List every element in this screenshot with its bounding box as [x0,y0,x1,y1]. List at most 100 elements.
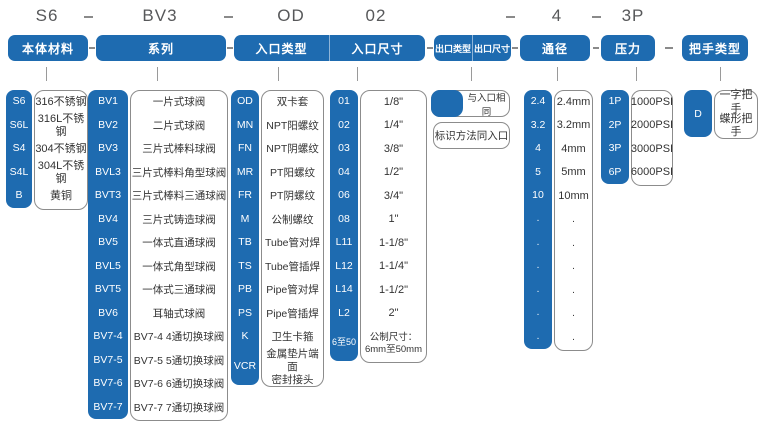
inlet-type-code-cell: FN [238,142,252,155]
header-divider [472,35,473,61]
pressure-code-cell: 3P [608,142,622,155]
header-material: 本体材料 [8,35,88,61]
model-code-part-pressure: 3P [621,6,645,25]
series-code-cell: BV4 [98,212,118,225]
material-code-cell: S6L [9,118,29,131]
connector-line [46,67,47,81]
header-inlet-type: 入口类型 [255,41,308,56]
inlet-type-desc-cell: Pipe管对焊 [266,284,319,297]
inlet-type-code-cell: VCR [233,359,257,372]
header-outlet: 出口类型 出口尺寸 [434,35,511,61]
connector-line [278,67,279,81]
inlet-type-code-cell: PB [237,283,252,296]
header-dash [665,47,673,49]
series-desc-cell: 一体式角型球阀 [142,260,216,273]
header-dash [593,47,599,49]
header-dash [427,47,433,49]
inlet-size-code-cell: 08 [338,212,350,225]
header-inlet: 入口类型 入口尺寸 [234,35,425,61]
inlet-type-desc-cell: 双卡套 [276,96,309,109]
series-desc-cell: 二片式球阀 [152,119,206,132]
inlet-type-desc-cell: 公制螺纹 [271,213,314,226]
inlet-size-desc-cell: 3/8" [383,142,404,155]
pressure-code-cell: 6P [608,165,622,178]
inlet-type-code-cell: FR [238,189,252,202]
bore-code-cell: . [536,330,540,342]
inlet-size-code-cell: 02 [338,118,350,131]
series-code-cell: BV1 [98,95,118,108]
outlet-code-pill [431,90,463,117]
header-inlet-size: 入口尺寸 [351,41,404,56]
series-code-cell: BV3 [98,142,118,155]
bore-code-cell: . [536,283,540,295]
connector-line [636,67,637,81]
bore-desc-cell: 3.2mm [556,119,591,132]
inlet-size-desc-cell: 1/2" [383,166,404,179]
header-series: 系列 [96,35,226,61]
header-dash [89,47,95,49]
series-code-cell: BV7-4 [93,330,123,343]
header-dash [512,47,518,49]
series-desc-cell: BV7-5 5通切换球阀 [133,354,225,367]
inlet-type-desc-cell: 金属垫片端面 密封接头 [266,347,319,387]
inlet-type-code-cell: K [241,330,249,343]
series-code-cell: BVL5 [95,259,121,272]
outlet-marking-note-box: 标识方法同入口 [433,122,510,149]
series-code-cell: BV5 [98,236,118,249]
bore-code-cell: 2.4 [530,95,546,108]
bore-code-cell: 10 [532,189,544,202]
model-code-part-inlet-type: OD [277,6,305,25]
series-code-cell: BV7-5 [93,353,123,366]
model-code-dash [84,16,93,18]
material-desc-cell: 黄铜 [50,189,72,202]
inlet-size-desc-cell: 1" [388,213,399,226]
bore-code-cell: 4 [535,142,541,155]
pressure-desc-cell: 2000PSI [630,119,674,132]
header-pressure: 压力 [601,35,655,61]
bore-desc-cell: . [572,237,575,249]
model-code-part-series: BV3 [142,6,178,25]
connector-line [157,67,158,81]
inlet-type-desc-cell: Pipe管插焊 [266,307,319,320]
handle-desc-cell: 蝶形把手 [719,112,753,139]
material-desc-cell: 304不锈钢 [35,142,87,155]
inlet-type-code-cell: M [240,212,250,225]
inlet-size-desc-cell: 1-1/8" [379,236,408,249]
series-code-cell: BV7-7 [93,400,123,413]
series-desc-cell: 一片式球阀 [152,96,206,109]
inlet-size-code-cell: 6至50 [331,337,357,348]
series-code-cell: BV7-6 [93,377,123,390]
series-code-cell: BV2 [98,118,118,131]
bore-desc-cell: 10mm [558,189,589,202]
inlet-size-code-cell: 06 [338,189,350,202]
series-desc-column: 一片式球阀二片式球阀三片式棒料球阀三片式棒料角型球阀三片式棒料三通球阀三片式铸造… [130,90,228,421]
outlet-same-as-inlet-box: 与入口相同 [431,90,510,118]
header-handle: 把手类型 [682,35,748,61]
connector-line [357,67,358,81]
series-desc-cell: 三片式铸造球阀 [142,213,216,226]
connector-line [471,67,472,81]
model-code-part-material: S6 [35,6,59,25]
outlet-same-as-inlet-label: 与入口相同 [467,92,506,118]
bore-code-cell: . [536,307,540,318]
bore-desc-cell: 4mm [561,142,586,155]
pressure-code-cell: 2P [608,118,622,131]
bore-desc-cell: . [572,331,575,343]
bore-code-cell: . [536,260,540,271]
series-desc-cell: 耳轴式球阀 [152,307,206,320]
material-desc-cell: 304L不锈钢 [37,159,85,186]
model-code-dash [506,16,515,18]
inlet-type-desc-cell: NPT阳螺纹 [266,119,319,132]
series-desc-cell: 一体式三通球阀 [142,284,216,297]
bore-desc-cell: . [572,214,575,225]
bore-desc-cell: . [572,308,575,319]
handle-code-box: D [684,90,712,137]
inlet-size-desc-cell: 2" [388,307,399,320]
series-desc-cell: BV7-4 4通切换球阀 [133,331,225,344]
header-outlet-type: 出口类型 [434,43,471,54]
series-desc-cell: BV7-7 7通切换球阀 [133,401,225,414]
